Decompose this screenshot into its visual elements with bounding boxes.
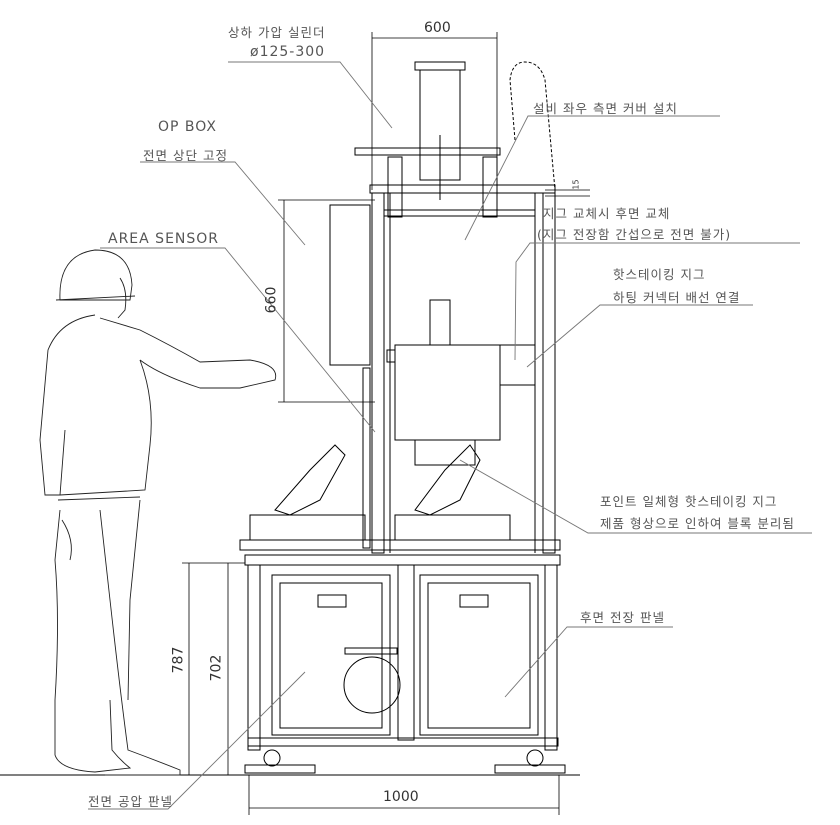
leader-lines bbox=[88, 62, 812, 809]
rear-panel-label: 후면 전장 판넬 bbox=[580, 610, 665, 625]
area-sensor bbox=[363, 368, 370, 548]
press-cylinder bbox=[415, 62, 465, 70]
air-tank bbox=[344, 657, 400, 713]
front-panel-label: 전면 공압 판넬 bbox=[88, 794, 173, 809]
op-box bbox=[330, 205, 370, 365]
hot-staking-jig-label: 핫스테이킹 지그 bbox=[613, 267, 706, 282]
op-box-label: OP BOX bbox=[158, 119, 217, 135]
dim-cover-offset: 15 bbox=[571, 179, 581, 190]
area-sensor-label: AREA SENSOR bbox=[108, 231, 220, 247]
upper-frame bbox=[240, 62, 560, 553]
jig-replace-note: (지그 전장함 간섭으로 전면 불가) bbox=[537, 227, 732, 242]
cable-chain bbox=[510, 62, 555, 190]
lower-frame bbox=[245, 555, 565, 773]
dim-frame-height: 702 bbox=[208, 654, 225, 682]
dimension-lines bbox=[182, 32, 590, 815]
dim-total-height: 787 bbox=[170, 646, 187, 674]
hot-staking-jig-note: 하팅 커넥터 배선 연결 bbox=[613, 290, 741, 305]
cylinder-spec: ø125-300 bbox=[250, 44, 326, 60]
operator-figure bbox=[40, 250, 276, 775]
jig-replace-label: 지그 교체시 후면 교체 bbox=[543, 206, 671, 221]
cylinder-label: 상하 가압 실린더 bbox=[228, 25, 326, 40]
op-box-note: 전면 상단 고정 bbox=[143, 148, 228, 163]
dim-top-width: 600 bbox=[424, 20, 451, 36]
point-jig-note: 제품 형상으로 인하여 블록 분리됨 bbox=[600, 516, 795, 531]
dim-op-box-height: 660 bbox=[263, 286, 280, 314]
side-cover-label: 설비 좌우 측면 커버 설치 bbox=[533, 101, 678, 116]
dim-bottom-width: 1000 bbox=[383, 789, 419, 805]
point-jig-label: 포인트 일체형 핫스테이킹 지그 bbox=[600, 494, 778, 509]
